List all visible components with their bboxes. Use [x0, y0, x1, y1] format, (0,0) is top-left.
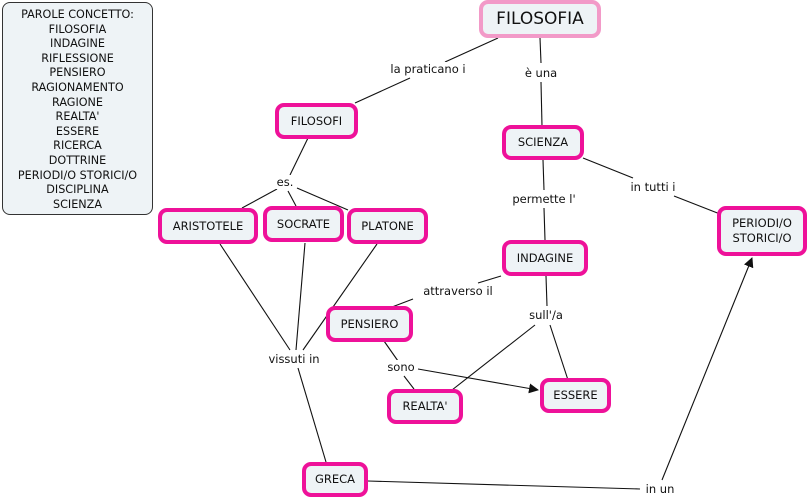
concept-label: FILOSOFIA	[496, 8, 584, 29]
legend-item: DOTTRINE	[48, 153, 107, 167]
concept-label: REALTA'	[402, 399, 448, 413]
link-e-una-scienza	[540, 81, 543, 127]
linking-phrase-es: es.	[274, 175, 296, 189]
link-sono-realta	[403, 375, 415, 390]
legend-item: REALTA'	[55, 110, 100, 124]
legend-title: PAROLE CONCETTO:	[21, 8, 134, 21]
linking-phrase-sull-a: sull'/a	[527, 308, 565, 322]
link-in-un-periodi-arrow	[661, 257, 754, 481]
link-attraverso-pensiero	[391, 298, 414, 308]
link-scienza-in-tutti	[582, 157, 634, 179]
legend-item: DISCIPLINA	[46, 183, 109, 197]
linking-phrase-permette-l: permette l'	[510, 192, 578, 206]
concept-label: ESSERE	[553, 388, 598, 402]
concept-node-essere[interactable]: ESSERE	[540, 378, 611, 413]
concept-node-pensiero[interactable]: PENSIERO	[326, 306, 413, 342]
concept-label: PENSIERO	[340, 316, 399, 331]
legend-item: RAGIONE	[52, 95, 103, 109]
linking-phrase-attraverso-il: attraverso il	[421, 284, 495, 298]
legend-item: RAGIONAMENTO	[31, 80, 124, 94]
legend-item: PENSIERO	[49, 66, 106, 80]
concept-label: FILOSOFI	[290, 113, 343, 128]
concept-node-indagine[interactable]: INDAGINE	[502, 240, 588, 276]
keywords-legend: PAROLE CONCETTO: FILOSOFIA INDAGINE RIFL…	[2, 2, 153, 215]
concept-label: PERIODI/O STORICI/O	[732, 216, 792, 246]
concept-label: SCIENZA	[517, 135, 569, 149]
link-filosofi-es	[289, 137, 309, 176]
link-in-tutti-periodi	[673, 195, 721, 215]
linking-phrase-sono: sono	[385, 360, 417, 374]
link-sono-essere-arrow	[417, 368, 539, 394]
link-socrate-vissuti	[295, 242, 306, 351]
link-sull-essere	[549, 324, 569, 381]
link-scienza-permette	[542, 159, 545, 191]
link-la-praticano-filosofi	[354, 77, 411, 104]
linking-phrase-la-praticano-i: la praticano i	[388, 62, 468, 76]
link-greca-in-un	[367, 480, 641, 490]
concept-label: SOCRATE	[276, 216, 331, 231]
concept-node-aristotele[interactable]: ARISTOTELE	[158, 208, 258, 244]
linking-phrase-in-tutti-i: in tutti i	[628, 180, 678, 194]
link-permette-indagine	[543, 207, 546, 241]
linking-phrase-in-un: in un	[643, 482, 677, 496]
concept-node-greca[interactable]: GRECA	[302, 462, 368, 497]
link-aristotele-vissuti	[219, 243, 291, 351]
legend-item: ESSERE	[55, 124, 100, 138]
concept-node-filosofi[interactable]: FILOSOFI	[275, 103, 358, 139]
concept-node-realta[interactable]: REALTA'	[387, 389, 463, 424]
link-filosofia-la-praticano	[444, 37, 499, 63]
concept-label: ARISTOTELE	[172, 218, 244, 233]
legend-item: PERIODI/O STORICI/O	[17, 168, 138, 182]
legend-item: RICERCA	[53, 139, 102, 153]
concept-node-filosofia[interactable]: FILOSOFIA	[479, 0, 601, 38]
link-sull-realta	[451, 324, 536, 391]
link-platone-vissuti	[302, 243, 378, 351]
concept-label: GRECA	[314, 472, 356, 486]
concept-label-line1: PERIODI/O	[732, 216, 792, 230]
legend-item: FILOSOFIA	[48, 22, 107, 36]
linking-phrase-e-una: è una	[522, 66, 560, 80]
concept-node-socrate[interactable]: SOCRATE	[263, 206, 344, 242]
link-pensiero-sono	[383, 340, 399, 362]
concept-label-line2: STORICI/O	[732, 231, 792, 245]
link-vissuti-greca	[297, 367, 327, 463]
link-es-socrate	[287, 190, 297, 207]
legend-item: INDAGINE	[50, 37, 105, 51]
concept-node-scienza[interactable]: SCIENZA	[502, 125, 584, 160]
legend-item: SCIENZA	[53, 197, 102, 211]
legend-item: RIFLESSIONE	[41, 51, 114, 65]
link-indagine-attraverso	[477, 275, 502, 284]
concept-node-platone[interactable]: PLATONE	[347, 208, 428, 244]
concept-label: PLATONE	[361, 218, 414, 233]
link-indagine-sull	[545, 275, 548, 307]
link-es-aristotele	[241, 188, 278, 209]
linking-phrase-vissuti-in: vissuti in	[266, 352, 322, 366]
link-filosofia-e-una	[539, 37, 542, 64]
concept-label: INDAGINE	[516, 250, 574, 265]
concept-node-periodi-storici[interactable]: PERIODI/O STORICI/O	[717, 206, 807, 256]
